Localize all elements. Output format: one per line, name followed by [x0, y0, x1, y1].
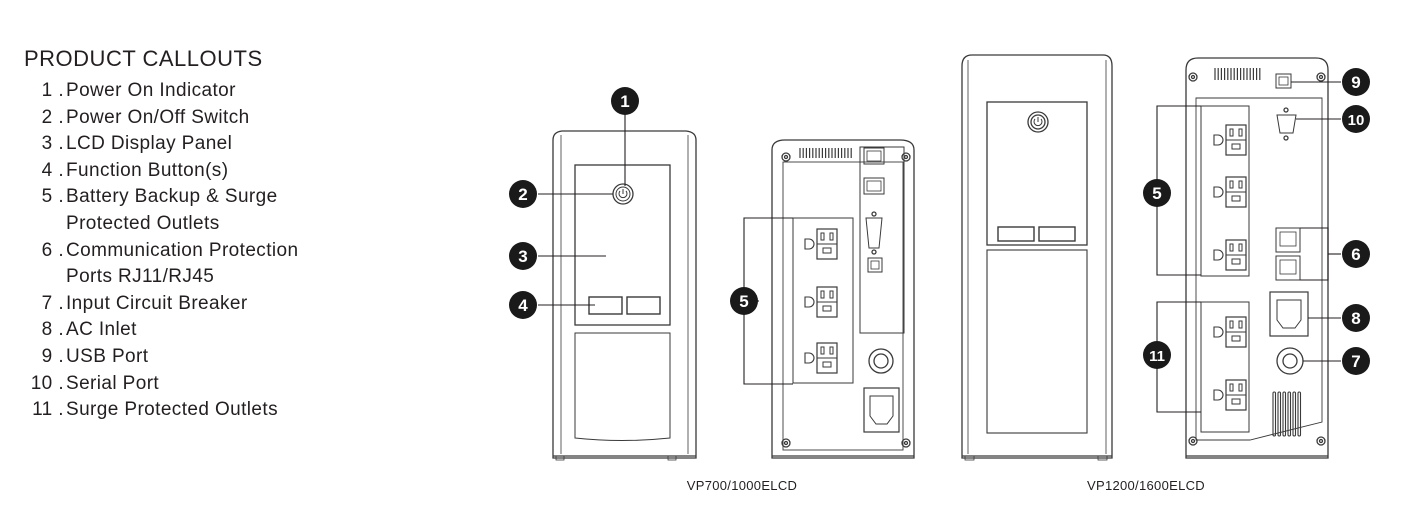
callout-badge-8: 8 — [1342, 304, 1370, 332]
callout-badge-9: 9 — [1342, 68, 1370, 96]
vp1200-front-unit — [961, 54, 1113, 461]
callout-number: 6 . — [41, 239, 64, 261]
svg-text:8: 8 — [1351, 309, 1360, 328]
svg-text:6: 6 — [1351, 245, 1360, 264]
callout-label: LCD Display Panel — [66, 133, 233, 155]
callout-item: 2 .Power On/Off Switch — [24, 105, 404, 132]
vp1200-rear-vents — [1214, 68, 1261, 80]
vp700-rear-vents — [799, 148, 852, 158]
vp700-rear-unit — [771, 139, 915, 459]
callout-number: 5 . — [41, 186, 64, 208]
callout-badge-5-large: 5 — [1143, 179, 1171, 207]
callout-item: 9 .USB Port — [24, 344, 404, 371]
callout-item: 7 .Input Circuit Breaker — [24, 291, 404, 318]
callout-number: 8 . — [41, 319, 64, 341]
svg-text:2: 2 — [518, 185, 527, 204]
callout-badge-5-small: 5 — [730, 287, 758, 315]
callout-label: USB Port — [66, 345, 149, 367]
callout-badge-11: 11 — [1143, 341, 1171, 369]
vp1200-rear-unit — [1185, 57, 1329, 459]
outlet-icon — [816, 342, 838, 374]
callout-label: Surge Protected Outlets — [66, 399, 278, 421]
callout-label: Input Circuit Breaker — [66, 292, 248, 314]
callout-number: 2 . — [41, 106, 64, 128]
svg-text:4: 4 — [518, 296, 528, 315]
caption-vp700: VP700/1000ELCD — [687, 478, 797, 493]
callout-badge-3: 3 — [509, 242, 537, 270]
outlet-icon — [1225, 316, 1247, 348]
svg-text:3: 3 — [518, 247, 527, 266]
vp1200-speaker-grille — [1272, 391, 1302, 437]
svg-text:1: 1 — [620, 92, 629, 111]
outlet-icon — [816, 228, 838, 260]
callout-badge-4: 4 — [509, 291, 537, 319]
svg-text:11: 11 — [1149, 348, 1165, 365]
outlet-icon — [1225, 239, 1247, 271]
power-indicator-icon — [615, 186, 631, 202]
caption-vp1200: VP1200/1600ELCD — [1087, 478, 1205, 493]
vp700-front-unit — [552, 130, 697, 461]
callout-number: 10 . — [30, 372, 64, 394]
callout-label: Power On Indicator — [66, 80, 236, 101]
callout-label-continued: Protected Outlets — [66, 212, 220, 234]
callout-number: 11 . — [32, 399, 64, 421]
callout-label: Power On/Off Switch — [66, 106, 250, 128]
callout-item: 4 .Function Button(s) — [24, 158, 404, 185]
callout-number: 1 . — [41, 80, 64, 101]
outlet-icon — [1225, 176, 1247, 208]
callout-badge-10: 10 — [1342, 105, 1370, 133]
outlet-icon — [816, 286, 838, 318]
callouts-title: PRODUCT CALLOUTS — [24, 46, 263, 71]
callout-item: 3 .LCD Display Panel — [24, 131, 404, 158]
callout-number: 4 . — [41, 159, 64, 181]
vp1200-outlets — [1213, 124, 1247, 411]
callout-number: 3 . — [41, 133, 64, 155]
callout-label-continued: Ports RJ11/RJ45 — [66, 266, 215, 288]
svg-text:9: 9 — [1351, 73, 1360, 92]
callout-item: 11 .Surge Protected Outlets — [24, 397, 404, 424]
callout-number: 7 . — [41, 292, 64, 314]
callout-badge-1: 1 — [611, 87, 639, 115]
outlet-icon — [1225, 379, 1247, 411]
callout-number: 9 . — [41, 345, 64, 367]
callout-item: 8 .AC Inlet — [24, 317, 404, 344]
svg-text:5: 5 — [1152, 184, 1161, 203]
vp700-outlets — [804, 228, 838, 374]
function-button-right — [626, 296, 661, 315]
outlet-icon — [1225, 124, 1247, 156]
callout-badge-7: 7 — [1342, 347, 1370, 375]
callout-badge-6: 6 — [1342, 240, 1370, 268]
svg-text:10: 10 — [1348, 112, 1365, 129]
callout-item: 1 .Power On Indicator — [24, 78, 404, 105]
callout-item: 10 .Serial Port — [24, 371, 404, 398]
svg-text:7: 7 — [1351, 352, 1360, 371]
callout-badge-2: 2 — [509, 180, 537, 208]
svg-text:5: 5 — [739, 292, 748, 311]
callout-label: AC Inlet — [66, 319, 137, 341]
callout-label: Function Button(s) — [66, 159, 229, 181]
callout-label: Serial Port — [66, 372, 160, 394]
